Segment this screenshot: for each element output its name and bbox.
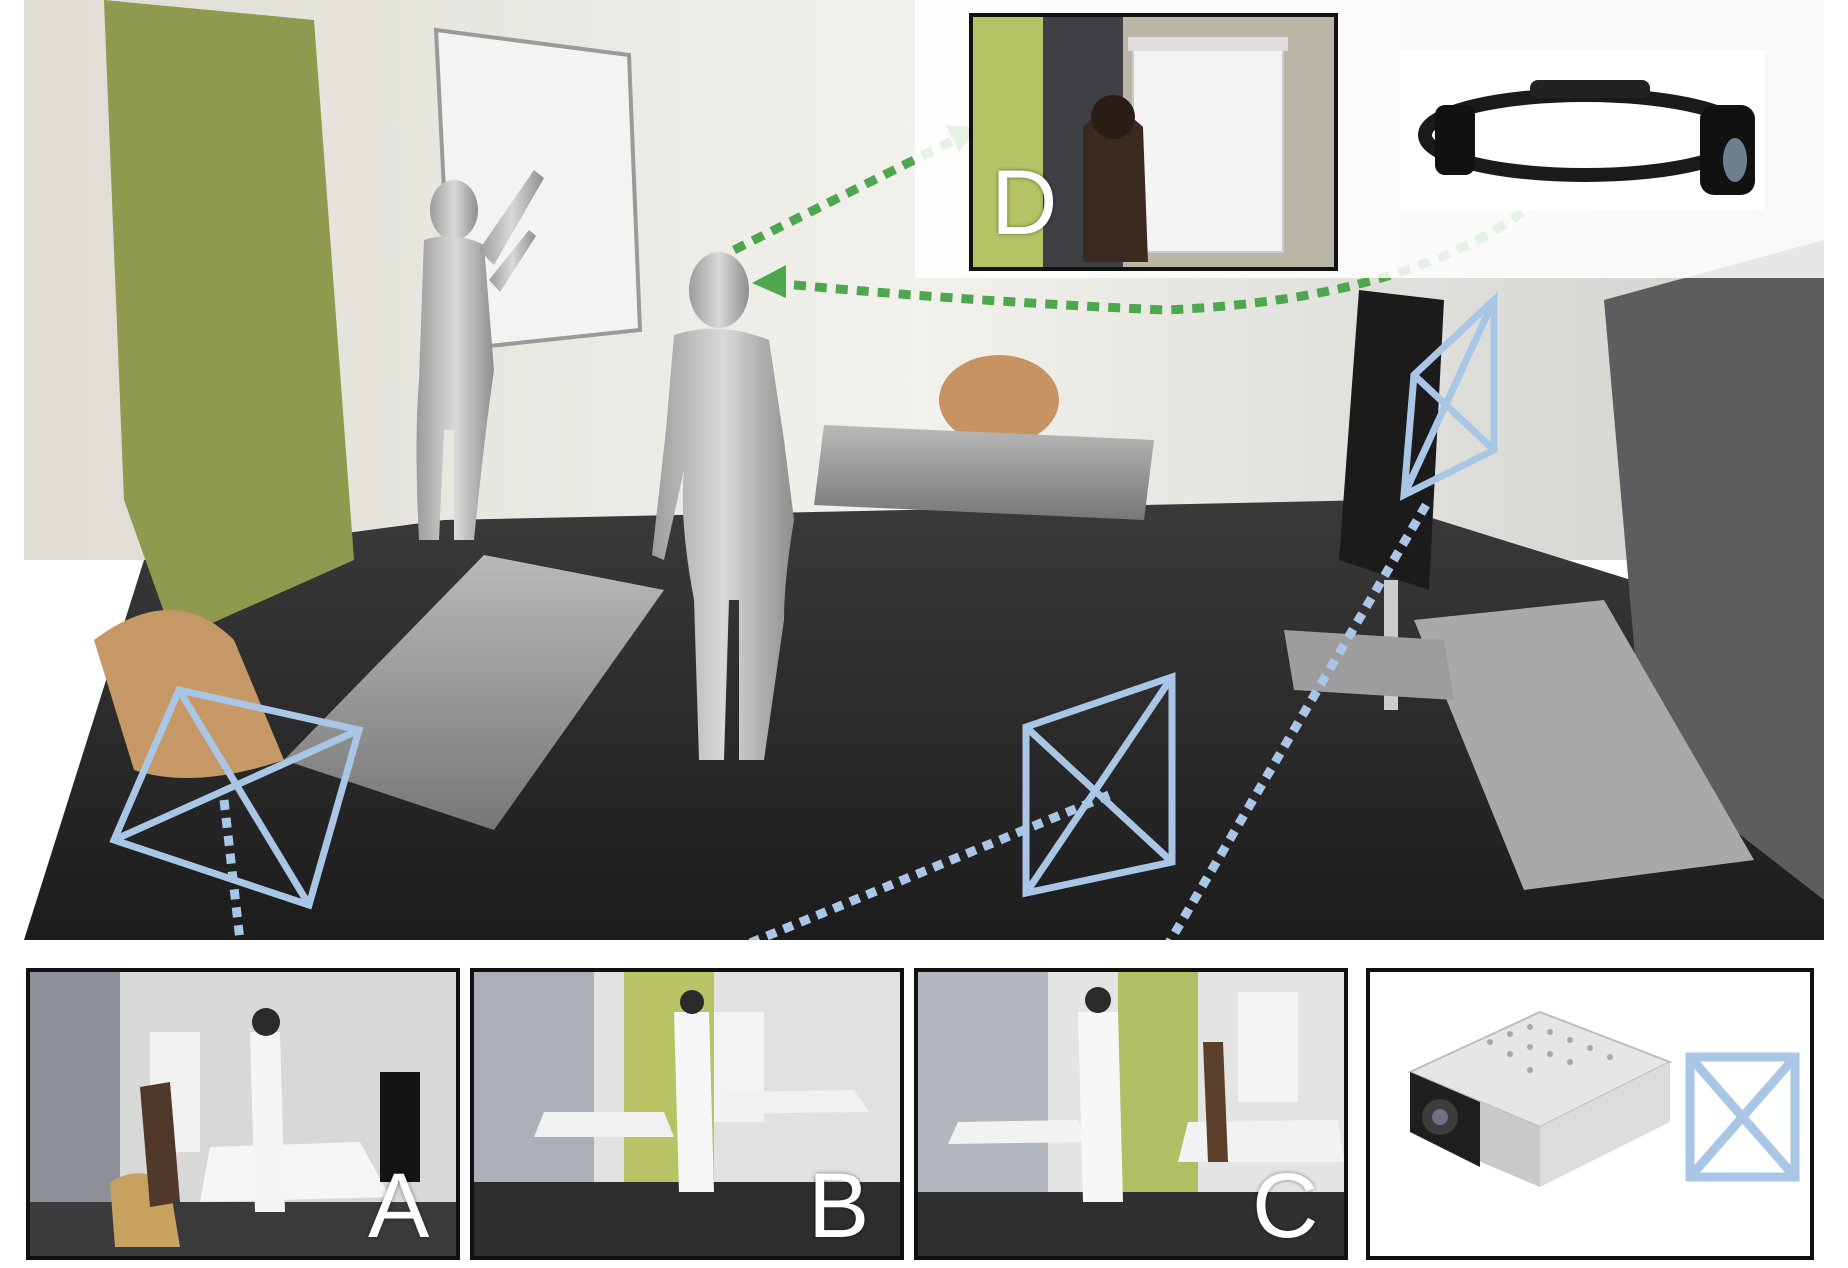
panel-d-label: D <box>991 152 1058 254</box>
panel-b: B <box>470 968 904 1260</box>
panel-d-photo <box>973 17 1334 267</box>
hololens-headset <box>1400 50 1765 210</box>
camera-frustum-a-icon <box>109 685 364 910</box>
camera-legend-panel <box>1366 968 1814 1260</box>
panel-c-label: C <box>1252 1155 1319 1257</box>
camera-legend <box>1407 1010 1800 1187</box>
panel-b-photo <box>474 972 900 1256</box>
panel-a-photo <box>30 972 456 1256</box>
camera-frustum-icon <box>1685 1052 1800 1182</box>
panel-a-label: A <box>368 1155 430 1257</box>
panel-c: C <box>914 968 1348 1260</box>
panel-b-label: B <box>808 1155 870 1257</box>
camera-links <box>219 502 1430 940</box>
depth-camera-icon <box>1407 1010 1673 1187</box>
panel-a: A <box>26 968 460 1260</box>
headset-icon <box>1418 80 1755 195</box>
camera-frustum-c-icon <box>1399 291 1498 501</box>
panel-c-photo <box>918 972 1344 1256</box>
panel-d: D <box>969 13 1338 271</box>
